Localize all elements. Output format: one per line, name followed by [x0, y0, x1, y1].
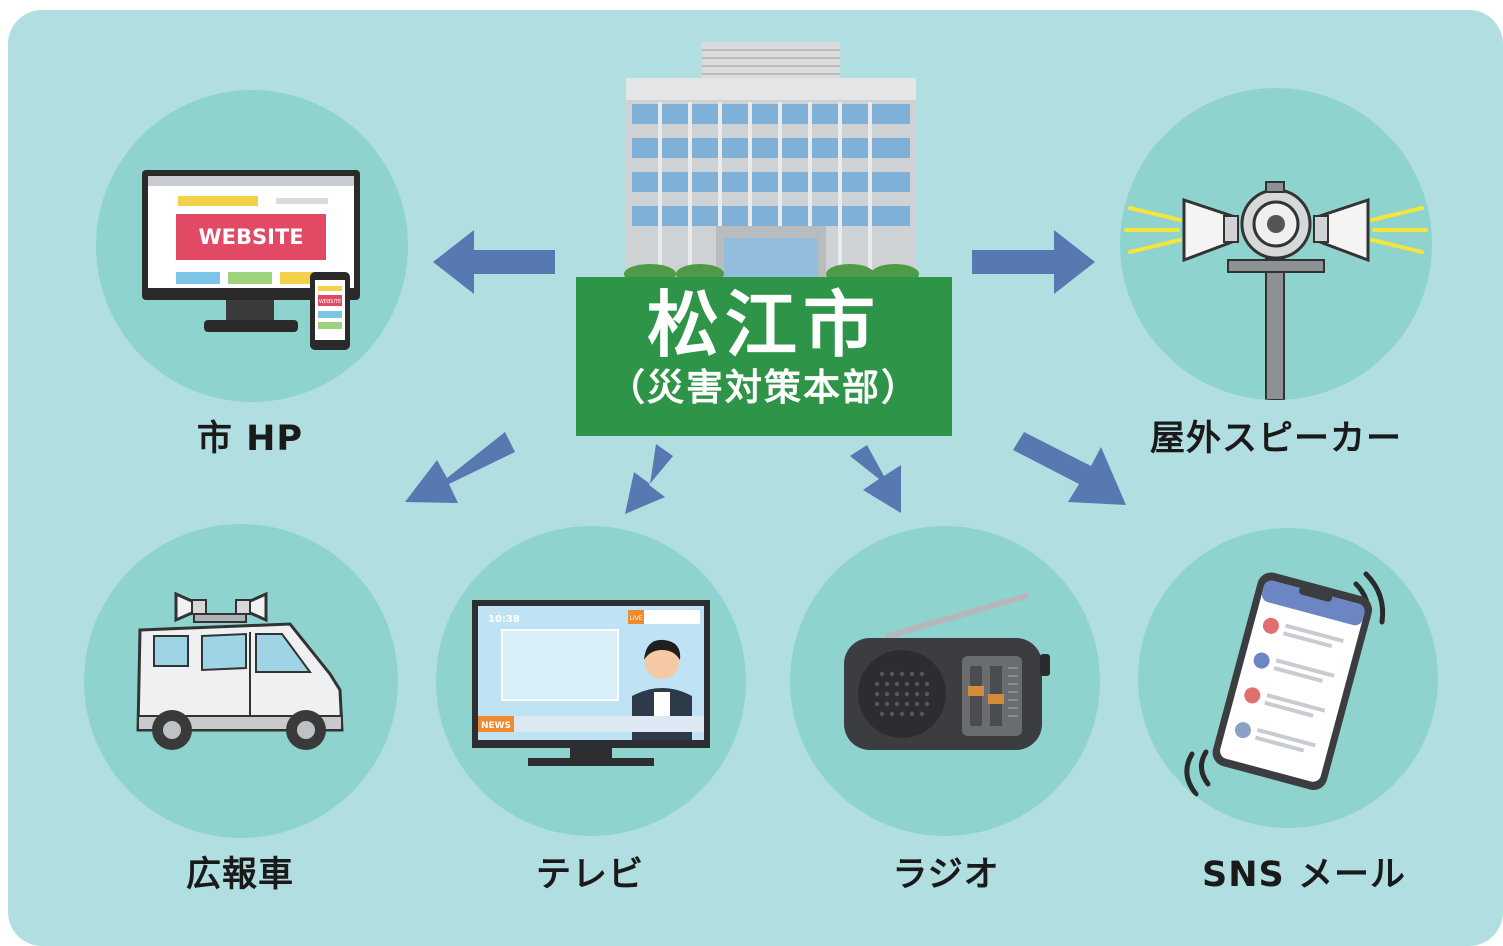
arrow-to-hp: [433, 230, 555, 294]
arrow-to-sns: [1013, 432, 1126, 505]
label-sns: SNS メール: [1202, 855, 1406, 895]
tv-clock: 10:38: [488, 614, 520, 625]
radio-icon: [844, 593, 1050, 750]
label-hp: 市 HP: [196, 419, 304, 459]
arrow-to-speaker: [972, 230, 1095, 294]
arrow-to-car: [405, 432, 515, 503]
city-name: 松江市: [646, 283, 881, 367]
channel-sns-circle: [1138, 528, 1438, 828]
arrow-to-radio: [850, 445, 901, 513]
pr-van-icon: [136, 591, 344, 750]
website-screen-text: WEBSITE: [198, 225, 303, 249]
label-tv: テレビ: [535, 855, 645, 895]
disaster-hq-box: 松江市 （災害対策本部）: [576, 277, 952, 436]
tv-live-badge: LIVE: [629, 615, 642, 622]
label-radio: ラジオ: [892, 855, 1000, 895]
outdoor-speaker-icon: [1124, 181, 1428, 400]
tv-news-banner: NEWS: [481, 721, 511, 731]
smartphone-icon: [1184, 571, 1386, 797]
city-hall-building-icon: [624, 42, 919, 282]
channel-tv-circle: 10:38 LIVE NEWS: [436, 526, 746, 836]
hq-subtitle: （災害対策本部）: [608, 366, 920, 409]
website-monitor-icon: WEBSITE WEBSITE: [142, 170, 360, 350]
channel-radio-circle: [790, 526, 1100, 836]
label-speaker: 屋外スピーカー: [1149, 419, 1403, 459]
arrow-to-tv: [625, 444, 673, 514]
label-car: 広報車: [185, 855, 295, 895]
channel-car-circle: [84, 524, 398, 838]
television-icon: 10:38 LIVE NEWS: [472, 600, 710, 766]
channel-hp-circle: WEBSITE WEBSITE: [96, 90, 408, 402]
channel-speaker-circle: [1120, 88, 1432, 400]
phone-screen-text: WEBSITE: [319, 299, 341, 305]
